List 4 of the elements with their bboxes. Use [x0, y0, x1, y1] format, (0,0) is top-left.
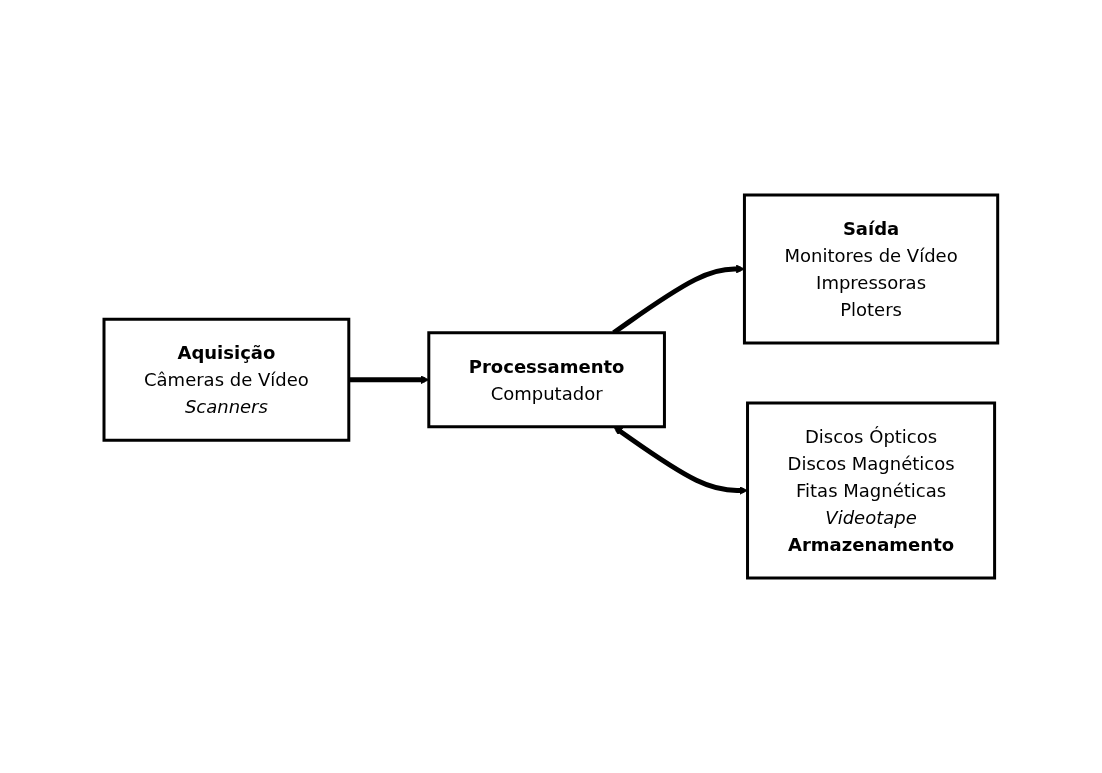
node-box: Discos Ópticos Discos Magnéticos Fitas Magnéticas Videotape Armazenamento: [746, 401, 997, 580]
node-box: Saída Monitores de Vídeo Impressoras Ploters: [743, 193, 1000, 345]
node-box: Aquisição Câmeras de Vídeo Scanners: [102, 317, 351, 442]
node-box: Processamento Computador: [427, 331, 667, 429]
